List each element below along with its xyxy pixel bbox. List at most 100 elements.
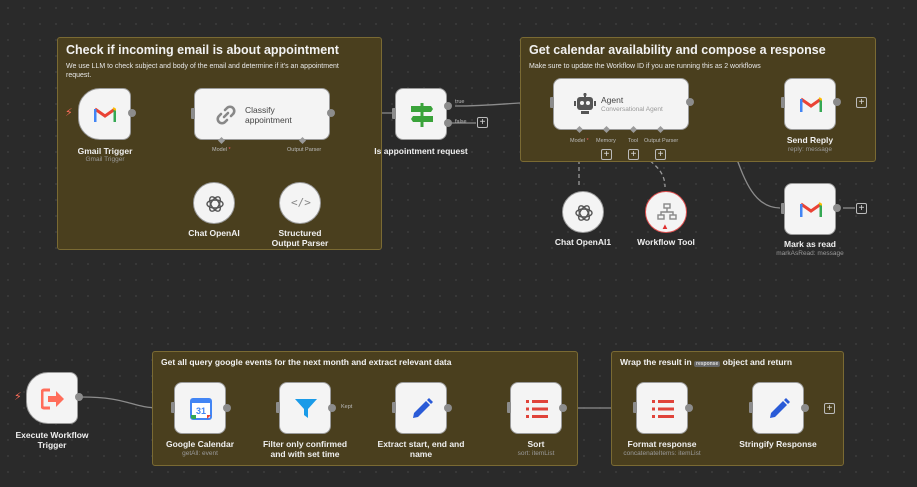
add-after-stringify-plus-icon[interactable]: +: [824, 403, 835, 414]
google-calendar-icon: 31: [190, 398, 212, 420]
filter-label: Filter only confirmed and with set time: [262, 439, 348, 459]
filter-kept-label: Kept: [341, 404, 353, 410]
switch-input-port[interactable]: [392, 108, 396, 119]
add-memory-plus-icon[interactable]: +: [601, 149, 612, 160]
list-icon: [526, 400, 548, 418]
stringify-output-port[interactable]: [801, 404, 809, 412]
title-pre: Wrap the result in: [620, 357, 692, 367]
gmail-trigger-node[interactable]: [78, 88, 131, 140]
sort-output-port[interactable]: [559, 404, 567, 412]
sticky-title: Get calendar availability and compose a …: [529, 43, 826, 57]
add-after-reply-plus-icon[interactable]: +: [856, 97, 867, 108]
execute-trigger-output-port[interactable]: [75, 393, 83, 401]
switch-label: Is appointment request: [374, 146, 468, 156]
add-node-plus-icon[interactable]: +: [477, 117, 488, 128]
chat-openai-node[interactable]: [193, 182, 235, 224]
sort-input-port[interactable]: [507, 402, 511, 413]
chat-openai1-node[interactable]: [562, 191, 604, 233]
sitemap-icon: [657, 203, 677, 220]
sticky-subtitle: We use LLM to check subject and body of …: [66, 63, 339, 79]
format-input-port[interactable]: [633, 402, 637, 413]
google-calendar-sub: getAll: event: [182, 450, 218, 457]
gmail-trigger-output-port[interactable]: [128, 109, 136, 117]
send-reply-output-port[interactable]: [833, 98, 841, 106]
format-response-sub: concatenateItems: itemList: [623, 450, 701, 457]
filter-input-port[interactable]: [276, 402, 280, 413]
sort-node[interactable]: [510, 382, 562, 434]
sticky-title: Get all query google events for the next…: [161, 357, 452, 367]
agent-output-port[interactable]: [686, 98, 694, 106]
chat-openai-label: Chat OpenAI: [188, 228, 240, 238]
extract-input-port[interactable]: [392, 402, 396, 413]
format-response-node[interactable]: [636, 382, 688, 434]
mark-as-read-node[interactable]: [784, 183, 836, 235]
classify-label: Classify appointment: [245, 105, 292, 125]
mark-as-read-output-port[interactable]: [833, 204, 841, 212]
model-port-label: Model *: [212, 147, 231, 153]
format-output-port[interactable]: [685, 404, 693, 412]
agent-node[interactable]: Agent Conversational Agent: [553, 78, 689, 130]
send-reply-node[interactable]: [784, 78, 836, 130]
pen-icon: [770, 398, 790, 418]
stringify-response-node[interactable]: [752, 382, 804, 434]
switch-false-port[interactable]: [444, 119, 452, 127]
gmail-icon: [800, 97, 822, 112]
list-icon: [652, 400, 674, 418]
filter-node[interactable]: [279, 382, 331, 434]
sticky-title: Check if incoming email is about appoint…: [66, 43, 339, 57]
gcal-input-port[interactable]: [171, 402, 175, 413]
switch-true-port[interactable]: [444, 102, 452, 110]
gmail-icon: [94, 107, 116, 122]
google-calendar-label: Google Calendar: [165, 439, 235, 449]
google-calendar-node[interactable]: 31: [174, 382, 226, 434]
gcal-output-port[interactable]: [223, 404, 231, 412]
mark-as-read-input-port[interactable]: [781, 203, 785, 214]
output-parser-port-label: Output Parser: [287, 147, 322, 153]
sticky-subtitle: Make sure to update the Workflow ID if y…: [529, 63, 761, 70]
agent-memory-label: Memory: [596, 138, 616, 144]
structured-output-parser-node[interactable]: </>: [279, 182, 321, 224]
send-reply-input-port[interactable]: [781, 97, 785, 108]
add-tool-plus-icon[interactable]: +: [628, 149, 639, 160]
format-response-label: Format response: [627, 439, 697, 449]
title-post: object and return: [722, 357, 793, 367]
agent-label: Agent Conversational Agent: [601, 95, 663, 113]
add-after-markread-plus-icon[interactable]: +: [856, 203, 867, 214]
lightning-icon: ⚡: [65, 107, 73, 119]
send-reply-sub: reply: message: [787, 146, 833, 153]
switch-false-label: false: [455, 119, 467, 125]
sort-label: Sort: [527, 439, 545, 449]
code-chip: response: [694, 361, 721, 367]
robot-icon: [574, 93, 596, 114]
gmail-icon: [800, 202, 822, 217]
agent-tool-label: Tool: [628, 138, 639, 144]
stringify-input-port[interactable]: [749, 402, 753, 413]
pen-icon: [413, 398, 433, 418]
stringify-label: Stringify Response: [739, 439, 817, 449]
code-icon: </>: [291, 196, 311, 209]
extract-label: Extract start, end and name: [377, 439, 465, 459]
send-reply-label: Send Reply: [786, 135, 834, 145]
sort-sub: sort: itemList: [517, 450, 555, 457]
is-appointment-request-node[interactable]: [395, 88, 447, 140]
mark-as-read-label: Mark as read: [784, 239, 836, 249]
execute-workflow-trigger-node[interactable]: [26, 372, 78, 424]
classify-output-port[interactable]: [327, 109, 335, 117]
switch-true-label: true: [455, 99, 465, 105]
sticky-title: Wrap the result in response object and r…: [620, 357, 792, 367]
filter-output-port[interactable]: [328, 404, 336, 412]
classify-input-port[interactable]: [191, 108, 195, 119]
execute-trigger-label: Execute Workflow Trigger: [15, 430, 89, 450]
classify-appointment-node[interactable]: Classify appointment: [194, 88, 330, 140]
openai-icon: [575, 205, 593, 221]
add-parser-plus-icon[interactable]: +: [655, 149, 666, 160]
switch-icon: [411, 103, 433, 127]
link-icon: [216, 105, 236, 125]
extract-output-port[interactable]: [444, 404, 452, 412]
agent-parser-label: Output Parser: [644, 138, 679, 144]
workflow-tool-node[interactable]: ▲: [645, 191, 687, 233]
svg-text:31: 31: [196, 406, 206, 416]
extract-node[interactable]: [395, 382, 447, 434]
agent-input-port[interactable]: [550, 97, 554, 108]
